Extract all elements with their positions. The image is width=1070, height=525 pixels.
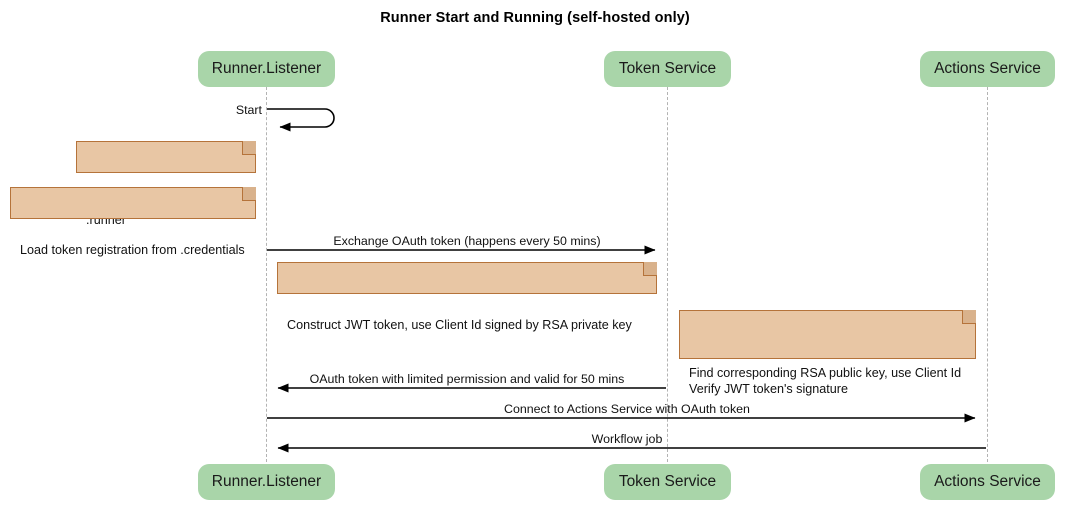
note-text: Construct JWT token, use Client Id signe…	[287, 318, 632, 332]
lifeline-actions-service	[987, 87, 988, 462]
message-label-exchange-oauth-token: Exchange OAuth token (happens every 50 m…	[333, 234, 601, 248]
note-construct-jwt: Construct JWT token, use Client Id signe…	[277, 262, 657, 332]
diagram-title: Runner Start and Running (self-hosted on…	[380, 10, 690, 26]
note-fold-icon	[643, 262, 657, 276]
note-load-token-registration: Load token registration from .credential…	[10, 187, 256, 257]
note-load-config: Load config info from .runner	[76, 141, 256, 227]
participant-token-service-top[interactable]: Token Service	[604, 51, 731, 87]
note-text: Load token registration from .credential…	[20, 243, 245, 257]
participant-actions-service-bottom[interactable]: Actions Service	[920, 464, 1055, 500]
participant-actions-service-top[interactable]: Actions Service	[920, 51, 1055, 87]
note-fold-icon	[242, 141, 256, 155]
arrow-start-self-message	[267, 108, 335, 132]
lifeline-token-service	[667, 87, 668, 462]
lifeline-runner	[266, 87, 267, 462]
participant-runner-listener-top[interactable]: Runner.Listener	[198, 51, 335, 87]
message-label-workflow-job: Workflow job	[591, 432, 663, 446]
participant-token-service-bottom[interactable]: Token Service	[604, 464, 731, 500]
message-label-connect-actions-service: Connect to Actions Service with OAuth to…	[504, 402, 750, 416]
note-fold-icon	[242, 187, 256, 201]
participant-runner-listener-bottom[interactable]: Runner.Listener	[198, 464, 335, 500]
message-label-oauth-token-return: OAuth token with limited permission and …	[309, 372, 625, 386]
note-verify-jwt: Find corresponding RSA public key, use C…	[679, 310, 976, 396]
message-label-start: Start	[235, 103, 262, 117]
note-text: Find corresponding RSA public key, use C…	[689, 366, 962, 396]
note-fold-icon	[962, 310, 976, 324]
